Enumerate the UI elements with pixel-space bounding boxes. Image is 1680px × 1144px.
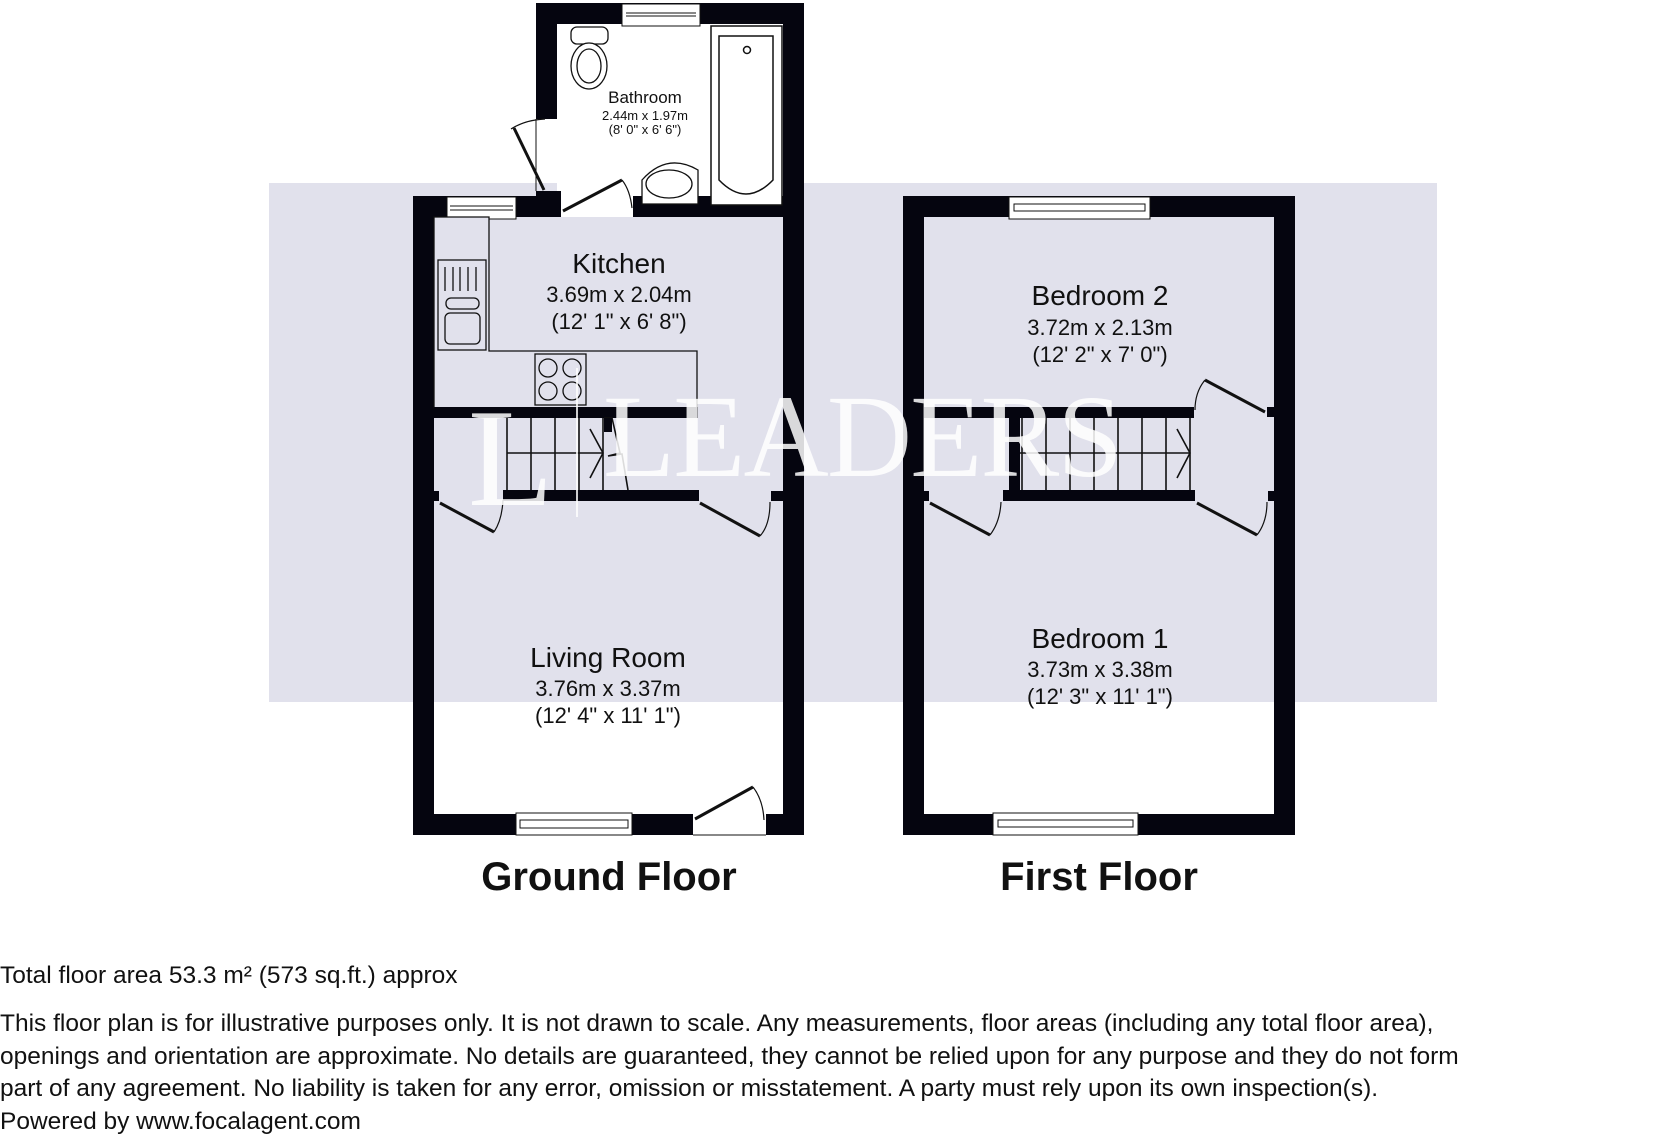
floor-plan-drawing: L LEADERS Bathroom 2.44m x 1.97m (8' 0" … bbox=[269, 3, 1437, 836]
svg-text:LEADERS: LEADERS bbox=[603, 371, 1123, 502]
svg-text:(12' 1" x 6' 8"): (12' 1" x 6' 8") bbox=[551, 309, 686, 334]
staircase-icon bbox=[1020, 418, 1191, 490]
basin-icon bbox=[641, 162, 699, 205]
watermark-logo: L LEADERS bbox=[468, 368, 1123, 536]
disclaimer: This floor plan is for illustrative purp… bbox=[0, 1008, 1459, 1138]
disclaimer-line: openings and orientation are approximate… bbox=[0, 1042, 1459, 1070]
window-icon bbox=[515, 812, 633, 836]
window-icon bbox=[992, 812, 1139, 836]
svg-text:3.73m x 3.38m: 3.73m x 3.38m bbox=[1027, 657, 1173, 682]
bathtub-icon bbox=[710, 25, 783, 206]
svg-text:Bathroom: Bathroom bbox=[608, 88, 682, 107]
floor-title-ground: Ground Floor bbox=[481, 855, 737, 899]
svg-text:2.44m x 1.97m: 2.44m x 1.97m bbox=[602, 108, 688, 123]
door-icon bbox=[699, 501, 761, 538]
room-label-living-room: Living Room 3.76m x 3.37m (12' 4" x 11' … bbox=[530, 642, 686, 728]
svg-text:(12' 3" x 11' 1"): (12' 3" x 11' 1") bbox=[1027, 684, 1173, 709]
first-floor-plan bbox=[903, 196, 1295, 836]
door-icon bbox=[1196, 501, 1258, 537]
hob-icon bbox=[534, 353, 587, 406]
svg-text:(12' 4" x 11' 1"): (12' 4" x 11' 1") bbox=[535, 703, 681, 728]
svg-text:(12' 2" x 7' 0"): (12' 2" x 7' 0") bbox=[1032, 342, 1167, 367]
window-icon bbox=[1008, 196, 1151, 220]
svg-text:Living Room: Living Room bbox=[530, 642, 686, 673]
svg-text:3.76m x 3.37m: 3.76m x 3.37m bbox=[535, 676, 681, 701]
svg-text:Bedroom 2: Bedroom 2 bbox=[1032, 280, 1169, 311]
total-floor-area: Total floor area 53.3 m² (573 sq.ft.) ap… bbox=[0, 962, 458, 989]
floor-title-first: First Floor bbox=[1000, 855, 1198, 899]
svg-text:(8' 0" x 6' 6"): (8' 0" x 6' 6") bbox=[609, 122, 682, 137]
door-icon bbox=[1204, 378, 1266, 414]
staircase-icon bbox=[506, 417, 629, 492]
sink-icon bbox=[437, 259, 487, 351]
door-icon bbox=[694, 785, 754, 821]
door-icon bbox=[439, 501, 495, 534]
toilet-icon bbox=[570, 26, 609, 90]
room-label-bedroom-2: Bedroom 2 3.72m x 2.13m (12' 2" x 7' 0") bbox=[1027, 280, 1173, 367]
svg-text:3.72m x 2.13m: 3.72m x 2.13m bbox=[1027, 315, 1173, 340]
window-icon bbox=[446, 196, 517, 220]
svg-text:Bedroom 1: Bedroom 1 bbox=[1032, 623, 1169, 654]
door-icon bbox=[512, 127, 546, 191]
ground-floor-plan bbox=[413, 3, 804, 836]
disclaimer-line: This floor plan is for illustrative purp… bbox=[0, 1010, 1434, 1037]
room-label-bedroom-1: Bedroom 1 3.73m x 3.38m (12' 3" x 11' 1"… bbox=[1027, 623, 1173, 709]
svg-text:Kitchen: Kitchen bbox=[572, 248, 665, 279]
room-label-bathroom: Bathroom 2.44m x 1.97m (8' 0" x 6' 6") bbox=[602, 88, 688, 137]
powered-by-text: Powered by www.focalagent.com bbox=[0, 1107, 361, 1135]
window-icon bbox=[621, 3, 701, 27]
room-label-kitchen: Kitchen 3.69m x 2.04m (12' 1" x 6' 8") bbox=[546, 248, 692, 334]
door-icon bbox=[562, 178, 623, 213]
svg-text:3.69m x 2.04m: 3.69m x 2.04m bbox=[546, 282, 692, 307]
disclaimer-line: part of any agreement. No liability is t… bbox=[0, 1075, 1379, 1102]
svg-text:L: L bbox=[468, 381, 554, 536]
door-icon bbox=[929, 501, 991, 537]
